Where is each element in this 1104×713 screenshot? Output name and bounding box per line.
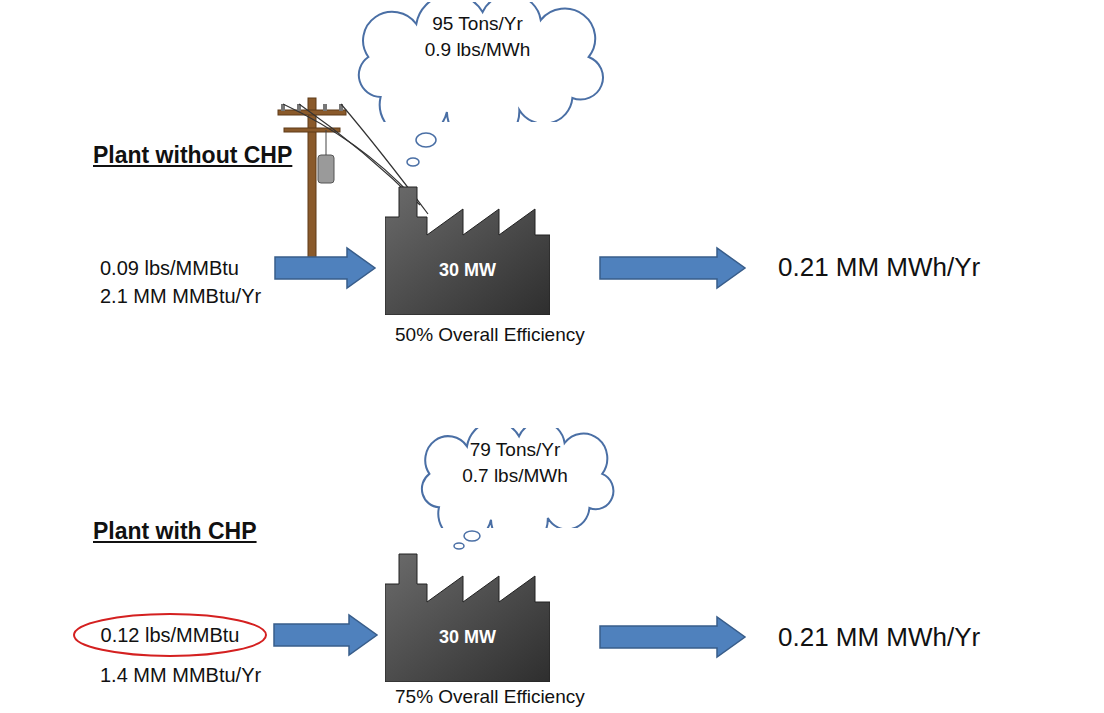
emission-value: 0.7 lbs/MWh	[462, 464, 568, 488]
factory-outline	[385, 185, 550, 315]
output-value: 0.21 MM MWh/Yr	[778, 252, 980, 283]
smoke-puff	[416, 133, 436, 147]
input-rate: 0.12 lbs/MMBtu	[101, 623, 240, 648]
smoke-puff	[464, 531, 480, 541]
smoke-puff	[454, 543, 464, 549]
smoke-puff	[407, 158, 419, 166]
capacity-text: 30 MW	[439, 259, 496, 282]
capacity-text: 30 MW	[439, 626, 496, 649]
output-arrow	[600, 617, 745, 657]
factory-outline	[385, 552, 550, 682]
input-fuel: 2.1 MM MMBtu/Yr	[100, 284, 261, 308]
emission-value: 0.9 lbs/MWh	[425, 38, 531, 62]
plant-building: 30 MW	[385, 185, 550, 315]
highlight-ellipse: 0.12 lbs/MMBtu	[72, 612, 268, 658]
plant-building: 30 MW	[385, 552, 550, 682]
output-arrow	[600, 248, 745, 288]
emission-value: 79 Tons/Yr	[470, 438, 560, 462]
input-arrow	[275, 248, 375, 288]
emission-cloud: 79 Tons/Yr0.7 lbs/MWh	[415, 428, 615, 528]
input-rate: 0.09 lbs/MMBtu	[100, 256, 239, 280]
output-value: 0.21 MM MWh/Yr	[778, 622, 980, 653]
emission-cloud: 95 Tons/Yr0.9 lbs/MWh	[350, 2, 605, 122]
section-heading: Plant with CHP	[93, 518, 257, 546]
section-heading: Plant without CHP	[93, 142, 292, 170]
efficiency-note: 50% Overall Efficiency	[395, 324, 585, 347]
input-fuel: 1.4 MM MMBtu/Yr	[100, 663, 261, 687]
input-arrow	[274, 615, 377, 655]
emission-value: 95 Tons/Yr	[432, 12, 522, 36]
efficiency-note: 75% Overall Efficiency	[395, 686, 585, 709]
